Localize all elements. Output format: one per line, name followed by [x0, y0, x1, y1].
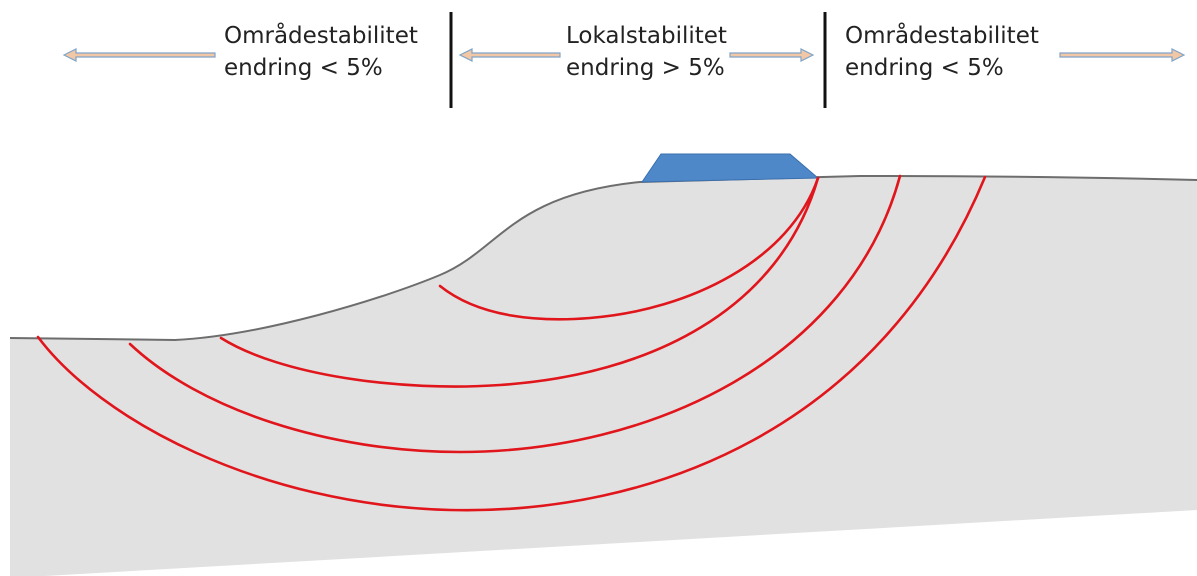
slip-surface-local-deep — [219, 176, 820, 388]
ground-surface-line — [9, 174, 1197, 342]
soil-body — [10, 176, 1197, 576]
slip-surface-area-2 — [36, 175, 987, 512]
zone-label-left: Områdestabilitet endring < 5% — [224, 20, 418, 84]
zone-label-middle: Lokalstabilitet endring > 5% — [566, 20, 727, 84]
slip-surface-area-1 — [128, 174, 902, 454]
arrow-left-inner — [458, 48, 561, 62]
zone-right-subtitle: endring < 5% — [845, 55, 1004, 81]
zone-middle-title: Lokalstabilitet — [566, 23, 727, 49]
arrow-right-outer — [1059, 48, 1186, 62]
arrow-left-outer — [62, 48, 216, 62]
embankment-load — [641, 153, 820, 183]
zone-middle-subtitle: endring > 5% — [566, 55, 725, 81]
zone-left-title: Områdestabilitet — [224, 23, 418, 49]
slip-surfaces — [36, 174, 987, 512]
arrow-right-inner — [729, 48, 815, 62]
zone-label-right: Områdestabilitet endring < 5% — [845, 20, 1039, 84]
zone-right-title: Områdestabilitet — [845, 23, 1039, 49]
slip-surface-local-shallow — [438, 176, 820, 321]
zone-left-subtitle: endring < 5% — [224, 55, 383, 81]
direction-arrows — [62, 48, 1186, 62]
